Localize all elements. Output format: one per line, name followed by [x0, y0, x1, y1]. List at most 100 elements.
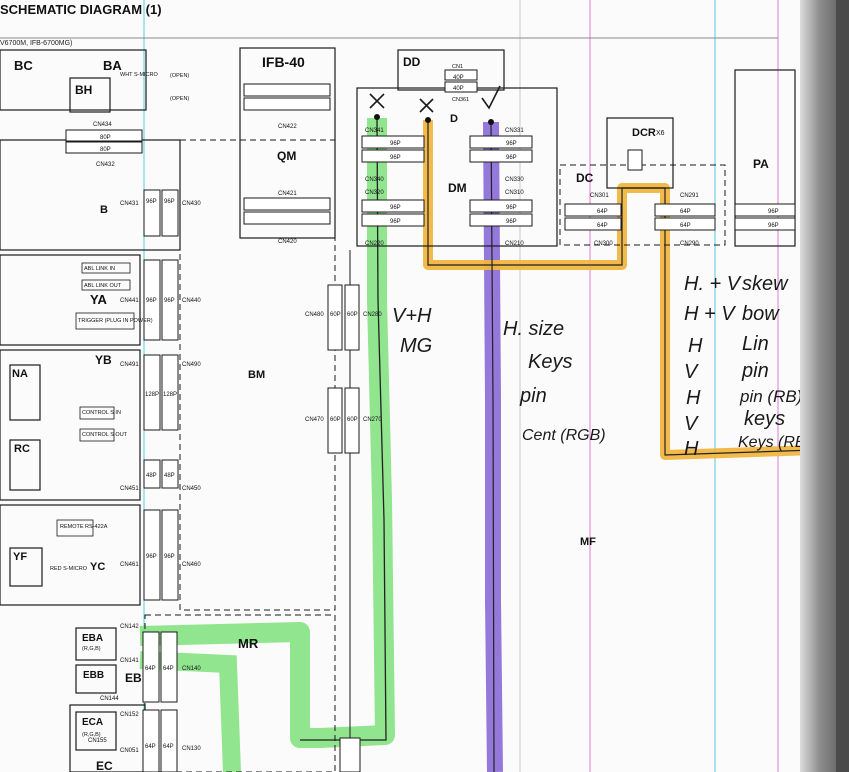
- pin-label: 96P: [390, 219, 401, 225]
- cn1-label: CN1: [452, 64, 463, 70]
- board-label-bh: BH: [75, 83, 92, 97]
- pin-label: 60P: [330, 312, 341, 318]
- pin-label: 60P: [347, 312, 358, 318]
- connector-block: [344, 387, 360, 454]
- connector-block: [243, 97, 331, 111]
- pin-label: 64P: [163, 744, 174, 750]
- connector-block: [327, 284, 343, 351]
- pin-label: 96P: [506, 205, 517, 211]
- purple-annotation: Keys: [528, 351, 572, 373]
- connector-block: [161, 459, 179, 489]
- pin-label: 128P: [145, 392, 159, 398]
- pin-label: 80P: [100, 135, 111, 141]
- pin-label: 60P: [347, 417, 358, 423]
- connector-label: CN331: [505, 128, 524, 134]
- connector-block: [361, 213, 425, 227]
- abl-link-out-label: ABL LINK OUT: [84, 283, 122, 289]
- pin-label: 96P: [768, 223, 779, 229]
- connector-block: [243, 83, 331, 97]
- connector-block: [160, 631, 178, 703]
- board-label-pa: PA: [753, 157, 769, 171]
- board-label-ec: EC: [96, 759, 113, 772]
- board-label-dcr: DCR: [632, 127, 656, 139]
- board-outline-eca: [75, 711, 117, 751]
- board-label-dd: DD: [403, 55, 421, 69]
- open-label: (OPEN): [170, 96, 189, 102]
- connector-block: [469, 199, 533, 213]
- connector-label: CN341: [365, 128, 384, 134]
- orange-annotation-right: keys: [744, 408, 785, 430]
- board-outline-ya: [0, 254, 141, 346]
- connector-label: CN461: [120, 562, 139, 568]
- connector-label: CN290: [680, 241, 699, 247]
- purple-annotation: Cent (RGB): [522, 427, 606, 444]
- connector-block: [361, 149, 425, 163]
- trigger-label: TRIGGER (PLUG IN POWER): [78, 318, 153, 324]
- label-box: [81, 279, 131, 291]
- pin-label: 40P: [453, 86, 464, 92]
- board-outline-bc: [0, 49, 147, 111]
- connector-block: [469, 135, 533, 149]
- page-edge-strip: [836, 0, 849, 772]
- connector-label: CN300: [594, 241, 613, 247]
- open-label: (OPEN): [170, 73, 189, 79]
- connector-label: CN051: [120, 748, 139, 754]
- pin-label: 64P: [145, 666, 156, 672]
- board-outline-rc: [9, 439, 41, 491]
- connector-block: [65, 141, 143, 154]
- red-smicro-label: RED S-MICRO: [50, 566, 88, 572]
- pin-label: 96P: [506, 141, 517, 147]
- orange-annotation-left: V: [684, 413, 699, 435]
- board-label-bm: BM: [248, 369, 265, 381]
- green-annotation: MG: [400, 335, 432, 357]
- label-box: [79, 428, 115, 442]
- connector-label: CN144: [100, 696, 119, 702]
- remote-label: REMOTE RS-422A: [60, 524, 108, 530]
- orange-annotation-right: skew: [742, 273, 789, 295]
- board-label-dcr-x6: X6: [656, 130, 665, 137]
- connector-label: CN340: [365, 177, 384, 183]
- connector-label: CN450: [182, 486, 201, 492]
- connector-label: CN490: [182, 362, 201, 368]
- connector-block: [143, 509, 161, 601]
- x-mark: [419, 98, 434, 113]
- connector-block: [160, 709, 178, 772]
- abl-link-in-label: ABL LINK IN: [84, 266, 115, 272]
- board-label-ebb: EBB: [83, 670, 104, 681]
- connector-label: CN320: [365, 190, 384, 196]
- connector-label: CN422: [278, 124, 297, 130]
- orange-annotation-right: Lin: [742, 333, 769, 355]
- pin-label: 96P: [164, 554, 175, 560]
- connector-block: [564, 217, 622, 231]
- probe-dot: [374, 114, 380, 120]
- x-mark: [369, 93, 385, 109]
- model-subtitle: V6700M, IFB-6700MG): [0, 40, 73, 47]
- label-box: [79, 406, 115, 420]
- green-annotation: V+H: [392, 305, 432, 327]
- board-label-eca: ECA: [82, 717, 103, 728]
- pin-label: 96P: [146, 554, 157, 560]
- label-box: [75, 312, 135, 330]
- orange-annotation-left: H + V: [684, 303, 736, 325]
- board-label-bc: BC: [14, 58, 33, 73]
- board-label-eb: EB: [125, 671, 142, 685]
- board-outline-ebb: [75, 664, 117, 694]
- connector-label: CN291: [680, 193, 699, 199]
- wht-smicro-label: WHT S-MICRO: [120, 72, 159, 78]
- connector-block: [444, 69, 478, 81]
- board-label-yf: YF: [13, 551, 27, 563]
- connector-label: CN141: [120, 658, 139, 664]
- connector-label: CN140: [182, 666, 201, 672]
- connector-block: [564, 203, 622, 217]
- connector-block: [143, 189, 161, 237]
- pin-label: 96P: [146, 199, 157, 205]
- board-outline-yb: [0, 349, 141, 501]
- connector-label: CN270: [363, 417, 382, 423]
- pin-label: 64P: [680, 209, 691, 215]
- probe-dot: [425, 117, 431, 123]
- label-box: [81, 262, 131, 274]
- pin-label: 96P: [506, 155, 517, 161]
- label-box: [56, 519, 94, 537]
